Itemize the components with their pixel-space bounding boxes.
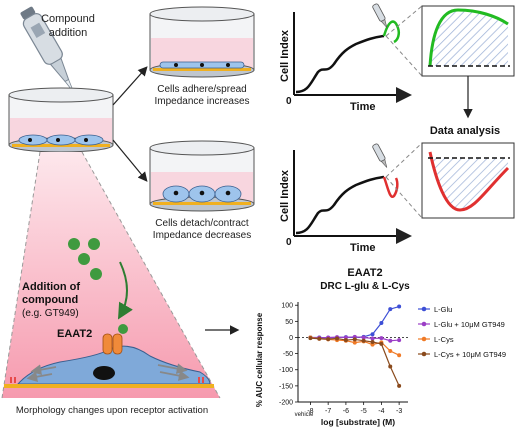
compound-addition-label: Compound <box>41 13 95 25</box>
electrode-strip <box>4 384 214 388</box>
legend-label: L-Glu <box>434 305 452 314</box>
data-point <box>397 304 402 309</box>
graph1-origin: 0 <box>286 96 292 107</box>
contraction-arrow-left-2 <box>30 364 57 376</box>
data-point <box>343 338 348 343</box>
zoom-box-decrease <box>421 142 515 219</box>
x-tick-label: -7 <box>325 408 331 415</box>
impedance-decrease-label: Impedance decreases <box>153 230 251 241</box>
data-point <box>370 340 375 344</box>
addition-label: Addition of <box>22 281 80 293</box>
data-point <box>379 341 384 346</box>
cell-index-graph-decrease <box>293 142 423 244</box>
zoom-cone <box>1 151 221 399</box>
data-point <box>379 336 384 341</box>
well-top <box>149 6 255 78</box>
arrow-to-bottom-well <box>112 139 148 182</box>
x-tick-label: -6 <box>343 408 349 415</box>
y-tick-label: -50 <box>283 351 293 358</box>
data-point <box>352 340 357 345</box>
chart-title: EAAT2 <box>347 267 382 279</box>
y-tick-label: -200 <box>279 400 293 407</box>
data-point <box>397 383 402 388</box>
chart-subtitle: DRC L-glu & L-Cys <box>320 281 410 292</box>
x-tick-label: -4 <box>378 408 384 415</box>
detach-label: Cells detach/contract <box>155 218 249 229</box>
pipette-small-icon <box>372 3 388 28</box>
x-tick-label: -8 <box>307 408 313 415</box>
compound-molecules <box>68 238 128 334</box>
data-point <box>388 364 393 369</box>
drc-chart: EAAT2 DRC L-glu & L-Cys % AUC cellular r… <box>255 267 410 427</box>
data-point <box>397 353 402 358</box>
adhere-label: Cells adhere/spread <box>157 84 247 95</box>
data-analysis-label: Data analysis <box>430 125 500 137</box>
data-point <box>388 307 393 312</box>
data-point <box>361 338 366 343</box>
morphology-caption: Morphology changes upon receptor activat… <box>16 405 208 416</box>
y-tick-label: -100 <box>279 367 293 374</box>
graph2-origin: 0 <box>286 237 292 248</box>
data-point <box>361 335 366 340</box>
graph1-xlabel: Time <box>350 101 375 113</box>
legend-label: L-Glu + 10μM GT949 <box>434 320 505 329</box>
well-center <box>8 87 114 153</box>
data-point <box>388 338 393 343</box>
contraction-arrow-left <box>26 371 53 383</box>
y-tick-label: -150 <box>279 383 293 390</box>
x-tick-label: -3 <box>396 408 402 415</box>
data-point <box>370 336 375 341</box>
data-point <box>397 338 402 343</box>
y-tick-label: 100 <box>281 303 293 310</box>
y-tick-label: 0 <box>289 335 293 342</box>
pipette-icon <box>20 6 75 93</box>
x-tick-label: -5 <box>361 408 367 415</box>
compound-addition-label-2: addition <box>49 27 88 39</box>
arrow-to-top-well <box>112 66 148 106</box>
eaat2-transporter-icon <box>102 333 123 355</box>
addition-label-2: compound <box>22 294 78 306</box>
legend-swatch <box>421 321 427 327</box>
receptor-label: EAAT2 <box>57 328 92 340</box>
graph1-ylabel: Cell Index <box>279 29 291 82</box>
legend-swatch <box>421 306 427 312</box>
data-point <box>326 337 331 342</box>
impedance-increase-label: Impedance increases <box>154 96 249 107</box>
legend-label: L-Cys <box>434 335 454 344</box>
cell-with-receptor <box>16 345 211 385</box>
data-point <box>317 336 322 341</box>
data-point <box>370 332 375 337</box>
chart-xlabel: log [substrate] (M) <box>321 417 395 427</box>
compound-path-arrow <box>117 261 133 320</box>
data-point <box>379 320 384 325</box>
series-line-0 <box>310 305 400 339</box>
legend-label: L-Cys + 10μM GT949 <box>434 350 506 359</box>
data-point <box>335 336 340 341</box>
zoom-box-increase <box>421 5 515 77</box>
graph2-xlabel: Time <box>350 242 375 254</box>
cell-index-graph-increase <box>293 3 423 103</box>
legend-swatch <box>421 351 427 357</box>
data-point <box>308 336 313 341</box>
data-point <box>388 349 393 354</box>
data-point <box>352 337 357 342</box>
graph2-ylabel: Cell Index <box>279 169 291 222</box>
ion-markers <box>10 377 204 383</box>
well-bottom <box>149 140 255 212</box>
x-tick-vehicle: vehicle <box>295 412 314 418</box>
pipette-small-icon-2 <box>372 143 388 168</box>
y-tick-label: 50 <box>285 319 293 326</box>
addition-example-label: (e.g. GT949) <box>22 308 79 319</box>
contraction-arrow-right-2 <box>157 363 188 374</box>
legend-swatch <box>421 336 427 342</box>
series-line-3 <box>310 337 400 387</box>
chart-ylabel: % AUC cellular response <box>255 312 264 407</box>
contraction-arrow-right <box>159 370 190 381</box>
